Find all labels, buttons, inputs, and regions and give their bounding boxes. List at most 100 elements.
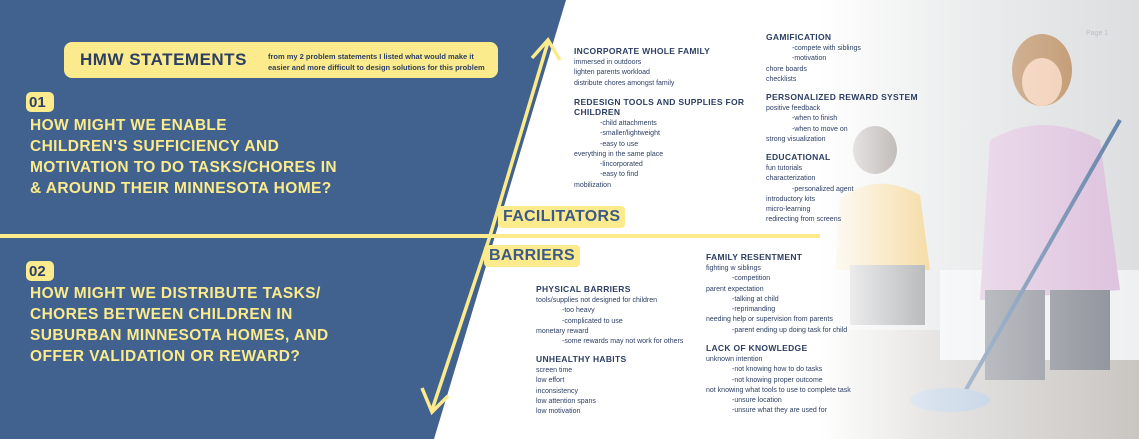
statement-1-text: HOW MIGHT WE ENABLE CHILDREN'S SUFFICIEN… [30, 115, 337, 199]
facilitator-section-educational: EDUCATIONAL fun tutorials characterization… [766, 152, 854, 226]
list-item: -too heavy [562, 307, 595, 315]
facilitator-section-incorporate-family: INCORPORATE WHOLE FAMILY immersed in outd… [574, 46, 710, 89]
statement-line: OFFER VALIDATION OR REWARD? [30, 348, 301, 365]
statement-1-number: 01 [29, 94, 46, 111]
statement-line: & AROUND THEIR MINNESOTA HOME? [30, 180, 332, 197]
section-heading: INCORPORATE WHOLE FAMILY [574, 46, 710, 56]
list-item: low effort [536, 377, 565, 385]
section-heading-line: LACK OF KNOWLEDGE [706, 343, 808, 353]
list-item: -reprimanding [732, 306, 776, 314]
section-heading-line: REDESIGN TOOLS AND SUPPLIES FOR [574, 97, 745, 107]
barrier-section-physical: PHYSICAL BARRIERS tools/supplies not desi… [536, 284, 683, 347]
list-item: lighten parents workload [574, 69, 650, 77]
list-item: -unsure what they are used for [732, 407, 827, 415]
list-item: -not knowing proper outcome [732, 376, 823, 384]
barrier-section-family-resentment: FAMILY RESENTMENT fighting w siblings -com… [706, 252, 847, 336]
section-items: unknown intention-not knowing how to do … [706, 355, 851, 417]
statement-line: MOTIVATION TO DO TASKS/CHORES IN [30, 159, 338, 176]
list-item: -parent ending up doing task for child [732, 326, 848, 334]
list-item: -unsure location [732, 397, 782, 405]
section-items: fun tutorials characterization -personaliz… [766, 164, 854, 226]
statement-line: HOW MIGHT WE DISTRIBUTE TASKS/ [30, 285, 321, 302]
hmw-title: HMW STATEMENTS [80, 50, 247, 69]
statement-2-text: HOW MIGHT WE DISTRIBUTE TASKS/ CHORES BE… [30, 283, 329, 367]
list-item: tools/supplies not designed for children [536, 297, 658, 304]
list-item: -motivation [792, 55, 827, 63]
list-item: introductory kits [766, 195, 816, 203]
section-heading-line: UNHEALTHY HABITS [536, 354, 627, 364]
section-heading: PERSONALIZED REWARD SYSTEM [766, 92, 918, 102]
list-item: -personalized agent [792, 185, 854, 193]
statement-1-number-box [26, 92, 54, 112]
section-heading: LACK OF KNOWLEDGE [706, 343, 851, 353]
section-heading-line: EDUCATIONAL [766, 152, 831, 162]
section-heading: FAMILY RESENTMENT [706, 252, 847, 262]
list-item: redirecting from screens [766, 216, 842, 224]
list-item: unknown intention [706, 356, 763, 363]
list-item: immersed in outdoors [574, 59, 642, 66]
list-item: characterization [766, 175, 816, 183]
list-item: -when to move on [792, 125, 848, 133]
list-item: -compete with siblings [792, 45, 861, 52]
list-item: checklists [766, 75, 797, 83]
list-item: distribute chores amongst family [574, 79, 675, 87]
list-item: mobilization [574, 181, 611, 189]
list-item: not knowing what tools to use to complet… [706, 386, 851, 394]
children-chores-photo [820, 0, 1139, 439]
section-items: positive feedback -when to finish -when to… [766, 104, 918, 145]
list-item: -lincorporated [600, 161, 643, 169]
page-number: Page 1 [1086, 30, 1109, 37]
section-items: tools/supplies not designed for children… [536, 296, 683, 347]
facilitator-section-gamification: GAMIFICATION -compete with siblings -motiv… [766, 32, 861, 85]
list-item: low attention spans [536, 397, 596, 405]
list-item: inconsistency [536, 387, 579, 395]
statement-line: CHILDREN'S SUFFICIENCY AND [30, 138, 280, 155]
hmw-header-box [64, 42, 498, 78]
list-item: low motivation [536, 408, 581, 416]
facilitators-label: FACILITATORS [498, 206, 626, 228]
list-item: -complicated to use [562, 317, 623, 325]
section-items: fighting w siblings -competition parent ex… [706, 264, 847, 336]
list-item: strong visualization [766, 135, 826, 143]
section-heading-line: PHYSICAL BARRIERS [536, 284, 631, 294]
hmw-subtitle: from my 2 problem statements I listed wh… [268, 52, 485, 72]
list-item: needing help or supervision from parents [706, 316, 833, 324]
list-item: parent expectation [706, 285, 764, 293]
section-heading-line: INCORPORATE WHOLE FAMILY [574, 46, 711, 56]
statement-2-number: 02 [29, 263, 46, 280]
list-item: everything in the same place [574, 150, 664, 158]
section-heading: EDUCATIONAL [766, 152, 854, 162]
list-item: -child attachments [600, 120, 657, 127]
list-item: positive feedback [766, 105, 821, 112]
section-heading: PHYSICAL BARRIERS [536, 284, 683, 294]
list-item: fighting w siblings [706, 265, 761, 272]
statement-line: CHORES BETWEEN CHILDREN IN [30, 306, 293, 323]
facilitator-section-reward-system: PERSONALIZED REWARD SYSTEM positive feedb… [766, 92, 918, 145]
list-item: -competition [732, 275, 771, 283]
statement-line: HOW MIGHT WE ENABLE [30, 117, 228, 134]
list-item: chore boards [766, 65, 807, 73]
barriers-label: BARRIERS [484, 245, 580, 267]
list-item: -easy to use [600, 140, 639, 148]
section-items: immersed in outdoors lighten parents work… [574, 58, 710, 89]
list-item: -when to finish [792, 115, 838, 123]
section-heading-line: FAMILY RESENTMENT [706, 252, 803, 262]
section-items: -compete with siblings -motivation chore b… [766, 44, 861, 85]
list-item: fun tutorials [766, 165, 803, 172]
list-item: micro-learning [766, 206, 811, 214]
list-item: -some rewards may not work for others [562, 338, 684, 346]
section-heading-line: GAMIFICATION [766, 32, 832, 42]
statement-2-number-box [26, 261, 54, 281]
list-item: -easy to find [600, 171, 639, 179]
section-heading-line: CHILDREN [574, 107, 621, 117]
list-item: -talking at child [732, 295, 779, 303]
section-heading-line: PERSONALIZED REWARD SYSTEM [766, 92, 918, 102]
list-item: monetary reward [536, 327, 589, 335]
